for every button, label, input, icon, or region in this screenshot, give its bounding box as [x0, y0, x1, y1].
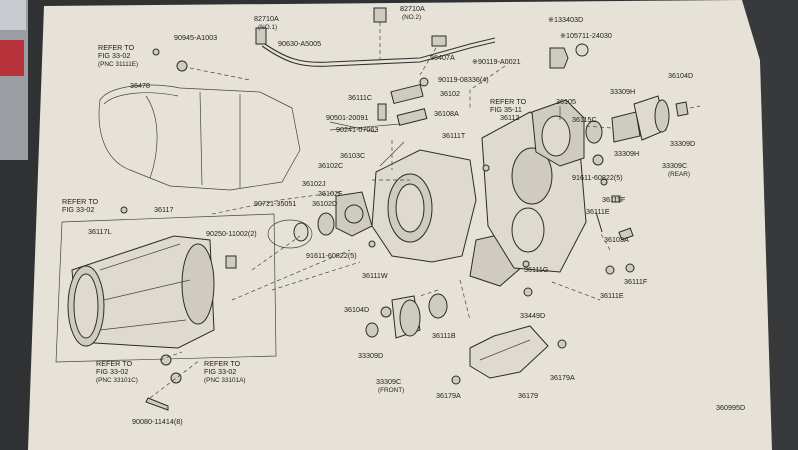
label-36111g: 36111G: [524, 265, 549, 274]
label-36111b: 36111B: [432, 331, 456, 340]
rear-companion-flange: [585, 95, 701, 143]
cover-plate: [390, 83, 424, 105]
label-90119-a0021: ※90119-A0021: [472, 57, 521, 66]
label-33309c-front-note: (FRONT): [378, 387, 404, 394]
refer-note-5-line2: FIG 33-02: [204, 367, 236, 376]
refer-note-2-line1: REFER TO: [490, 97, 526, 106]
refer-note-3-line2: FIG 33-02: [62, 205, 94, 214]
extension-housing-box: [55, 206, 277, 363]
label-33309d: 33309D: [670, 139, 695, 148]
label-36102c: 36102C: [318, 161, 343, 170]
label-36112: 36112: [500, 113, 519, 122]
small-bolt: [152, 48, 160, 56]
label-36111c: 36111C: [348, 93, 372, 102]
label-36179a-left: 36179A: [436, 391, 461, 400]
label-33309d-bottom: 33309D: [358, 351, 383, 360]
label-90250: 90250-11002(2): [206, 229, 257, 238]
refer-note-1-line1: REFER TO: [98, 43, 134, 52]
label-82710a-no1-note: (NO.1): [258, 24, 277, 31]
vent-plug: [549, 47, 569, 69]
label-90119-08336: 90119-08336(4): [438, 75, 489, 84]
desk-item-red: [0, 40, 24, 76]
label-36103c: 36103C: [340, 151, 365, 160]
label-90630: 90630-A5005: [278, 39, 321, 48]
refer-note-3-line1: REFER TO: [62, 197, 98, 206]
label-90945: 90945-A1003: [174, 33, 217, 42]
label-82710a-no2-note: (NO.2): [402, 14, 421, 21]
refer-note-1-line2: FIG 33-02: [98, 51, 130, 60]
label-36117l: 36117L: [88, 227, 111, 236]
desk-item-light: [0, 0, 26, 30]
transfer-case-front: [267, 83, 531, 287]
label-133403d: ※133403D: [548, 15, 583, 24]
label-90501: 90501-20091: [326, 113, 368, 122]
label-36111t: 36111T: [442, 131, 466, 140]
label-36179: 36179: [518, 391, 538, 400]
oil-seal: [293, 222, 309, 242]
refer-note-2-line2: FIG 35-11: [490, 105, 522, 114]
label-82710a-no2: 82710A: [400, 4, 425, 13]
refer-note-4-line1: REFER TO: [96, 359, 132, 368]
label-33309h: 33309H: [610, 87, 635, 96]
label-36478: 36478: [130, 81, 150, 90]
refer-note-1-line3: (PNC 31111E): [98, 61, 138, 68]
transfer-case-rear: [481, 99, 603, 273]
vent-washer: [575, 43, 589, 57]
label-36104d: 36104D: [344, 305, 369, 314]
label-36111e-top: 36111E: [586, 207, 610, 216]
label-36102f: 36102F: [318, 189, 343, 198]
leader-lines: [149, 106, 611, 399]
label-36111w: 36111W: [362, 271, 388, 280]
label-36407a: 36407A: [430, 53, 455, 62]
spring: [377, 103, 387, 121]
label-36104d-top: 36104D: [668, 71, 693, 80]
label-36102j: 36102J: [302, 179, 326, 188]
label-36111f-bottom: 36111F: [624, 277, 648, 286]
refer-note-4-line2: FIG 33-02: [96, 367, 128, 376]
label-91611-bottom: 91611-60822(5): [306, 251, 357, 260]
label-90241: 90241-07063: [336, 125, 378, 134]
refer-note-4-line3: (PNC 33101C): [96, 377, 138, 384]
transmission-outline: [98, 84, 301, 191]
shift-bracket: [469, 325, 549, 379]
label-36108a: 36108A: [434, 109, 459, 118]
front-companion-flange: [145, 77, 635, 411]
label-105711: ※105711-24030: [560, 31, 612, 40]
front-seal: [428, 293, 448, 319]
label-91611-top: 91611-60822(5): [572, 173, 623, 182]
label-90080: 90080-11414(8): [132, 417, 183, 426]
breather-tube: [152, 7, 589, 108]
label-36179a-right: 36179A: [550, 373, 575, 382]
refer-note-5-line3: (PNC 33101A): [204, 377, 246, 384]
label-90721: 90721-35051: [254, 199, 296, 208]
plug: [225, 255, 237, 269]
bracket-bolt: [176, 60, 188, 72]
label-33309c-rear-note: (REAR): [668, 171, 690, 178]
hose-clamp-2: [373, 7, 387, 23]
union-fitting: [431, 35, 447, 47]
label-36102: 36102: [440, 89, 460, 98]
refer-note-5-line1: REFER TO: [204, 359, 240, 368]
label-36111e-bottom: 36111E: [600, 291, 624, 300]
label-36102d: 36102D: [312, 199, 337, 208]
hose-clamp-1: [255, 27, 267, 45]
label-360995d: 360995D: [716, 403, 745, 412]
label-33309h-bottom: 33309H: [614, 149, 639, 158]
label-36117: 36117: [154, 205, 173, 214]
seal-ring: [317, 212, 335, 236]
label-33309c-rear: 33309C: [662, 161, 687, 170]
label-36105: 36105: [556, 97, 576, 106]
label-36103a: 36103A: [604, 235, 629, 244]
label-36111f-top: 36111F: [602, 195, 626, 204]
part-labels: 82710A (NO.1) 82710A (NO.2) ※133403D ※10…: [62, 4, 745, 426]
label-33309c-front: 33309C: [376, 377, 401, 386]
gasket: [396, 108, 428, 126]
label-82710a-no1: 82710A: [254, 14, 279, 23]
label-36115c: 36115C: [572, 115, 597, 124]
label-33449d: 33449D: [520, 311, 545, 320]
paper-shadow: [742, 0, 798, 450]
